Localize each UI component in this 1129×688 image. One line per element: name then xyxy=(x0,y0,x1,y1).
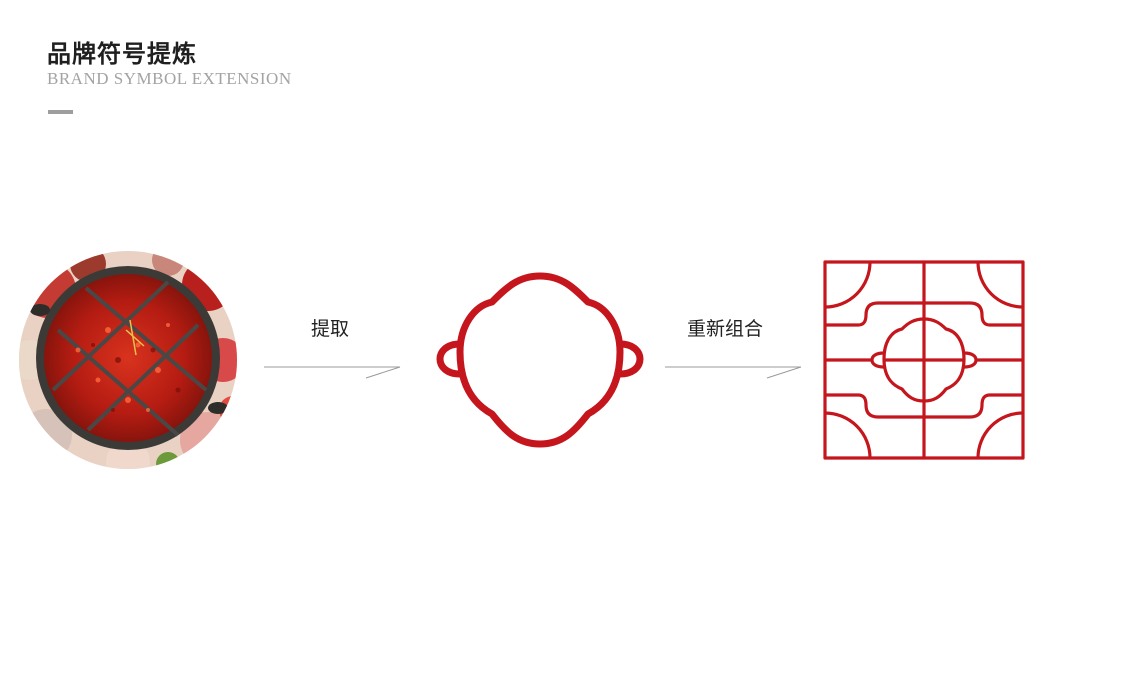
arrow-right-icon xyxy=(665,366,802,379)
hotpot-outline-icon xyxy=(436,272,644,448)
section-title: 品牌符号提炼 xyxy=(47,40,197,68)
hotpot-photo xyxy=(19,251,237,469)
section-subtitle: BRAND SYMBOL EXTENSION xyxy=(47,69,292,88)
recombine-label: 重新组合 xyxy=(687,318,764,340)
title-underline xyxy=(48,110,73,114)
extract-label: 提取 xyxy=(311,318,350,340)
lattice-pattern-icon xyxy=(823,260,1025,460)
arrow-right-icon xyxy=(264,366,401,379)
